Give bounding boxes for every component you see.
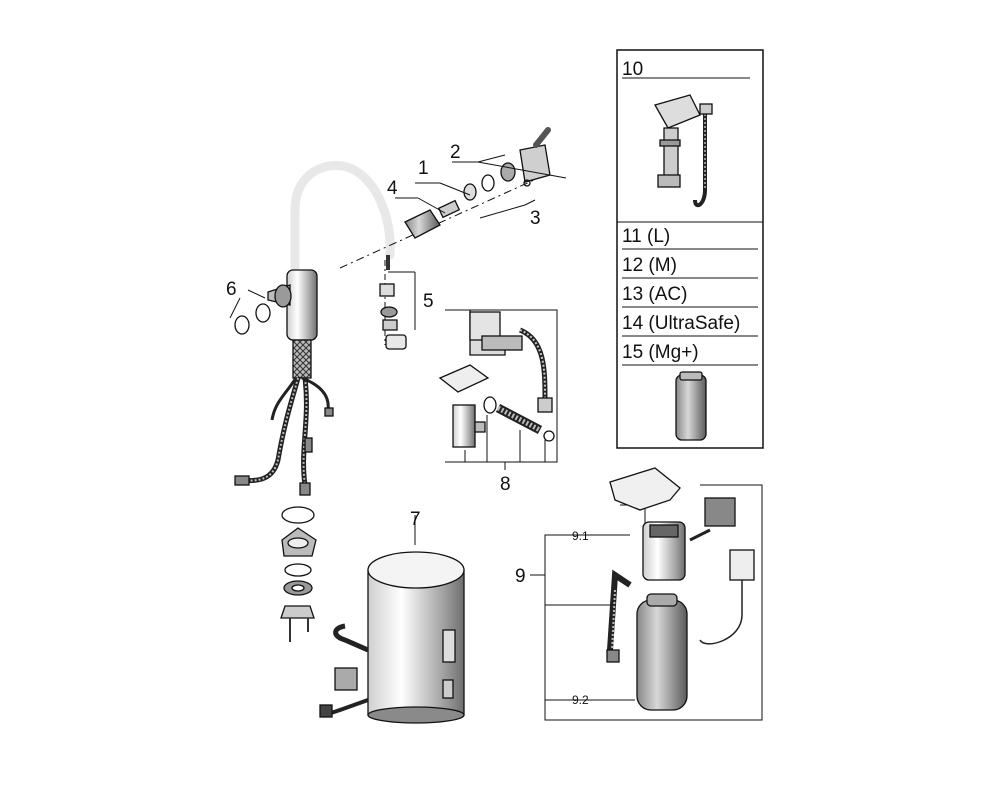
label-9: 9: [515, 566, 526, 587]
legend-item-11: 11 (L): [622, 226, 670, 247]
filter-system: [530, 467, 763, 721]
mounting-set: [280, 506, 317, 642]
label-1: 1: [418, 158, 429, 179]
cartridge-parts: [339, 127, 551, 269]
handle-seals: [234, 303, 271, 335]
part-number-labels: 1 2 3 4 5 6 7 8 9 9.1 9.2: [226, 142, 589, 707]
faucet: [234, 160, 395, 496]
label-4: 4: [387, 178, 398, 199]
legend-item-14: 14 (UltraSafe): [622, 313, 740, 334]
valve-kit: [438, 309, 558, 470]
spare-parts-legend: [616, 49, 764, 449]
legend-text: 10 11 (L) 12 (M) 13 (AC) 14 (UltraSafe) …: [622, 59, 740, 363]
legend-title: 10: [622, 59, 643, 80]
legend-item-13: 13 (AC): [622, 284, 687, 305]
label-7: 7: [410, 509, 421, 530]
aerator-parts: [379, 260, 407, 350]
label-9-1: 9.1: [572, 529, 589, 543]
legend-item-15: 15 (Mg+): [622, 342, 699, 363]
legend-item-12: 12 (M): [622, 255, 677, 276]
label-8: 8: [500, 474, 511, 495]
label-6: 6: [226, 279, 237, 300]
label-9-2: 9.2: [572, 693, 589, 707]
label-3: 3: [530, 208, 541, 229]
label-5: 5: [423, 291, 434, 312]
callout-lines: [229, 154, 567, 545]
boiler-tank: [319, 551, 465, 724]
label-2: 2: [450, 142, 461, 163]
